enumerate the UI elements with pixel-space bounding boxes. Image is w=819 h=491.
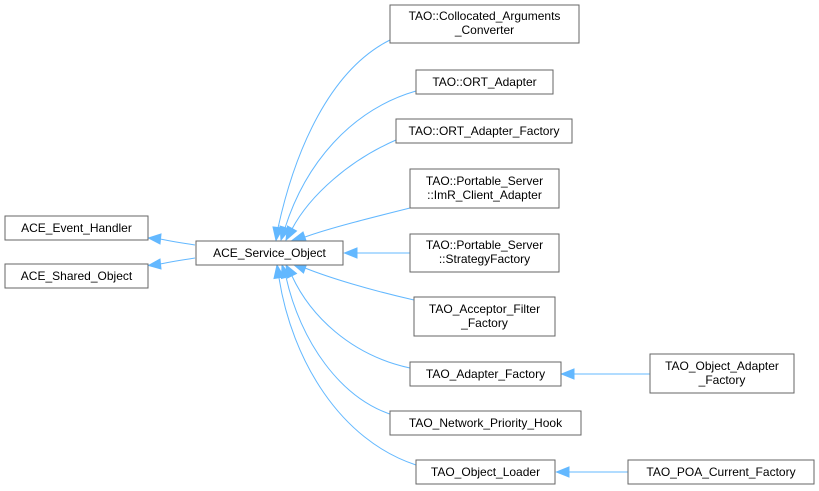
edges-layer — [147, 39, 651, 478]
class-label: ACE_Event_Handler — [21, 221, 132, 235]
class-node-acceptor-filter-factory[interactable]: TAO_Acceptor_Filter_Factory — [413, 296, 556, 337]
class-label-line: TAO::ORT_Adapter_Factory — [409, 124, 560, 138]
class-node-object-adapter-factory[interactable]: TAO_Object_Adapter_Factory — [649, 353, 795, 394]
class-label-line: ACE_Service_Object — [213, 246, 326, 260]
edge-acceptor-to-service — [291, 262, 415, 301]
class-node-network-priority-hook[interactable]: TAO_Network_Priority_Hook — [389, 410, 582, 436]
class-label-line: ::StrategyFactory — [439, 252, 530, 266]
edge-imr-to-service — [290, 207, 411, 243]
class-label-line: TAO_Acceptor_Filter — [429, 302, 540, 316]
class-node-ort-adapter[interactable]: TAO::ORT_Adapter — [415, 69, 554, 95]
class-label: ACE_Shared_Object — [21, 269, 133, 283]
class-node-object-loader[interactable]: TAO_Object_Loader — [415, 459, 556, 485]
class-label-line: TAO::Portable_Server — [426, 174, 543, 188]
class-node-poa-current-factory[interactable]: TAO_POA_Current_Factory — [627, 459, 815, 485]
class-label-line: TAO_Object_Loader — [431, 465, 540, 479]
class-label: TAO_Acceptor_Filter_Factory — [429, 302, 540, 330]
class-label: TAO_Network_Priority_Hook — [409, 416, 563, 430]
class-node-ace-shared-object[interactable]: ACE_Shared_Object — [4, 263, 149, 289]
class-node-collocated-arguments-converter[interactable]: TAO::Collocated_Arguments_Converter — [389, 4, 580, 44]
class-label: TAO::ORT_Adapter — [432, 75, 536, 89]
edge-object-adapter-factory-to-adapter-factory — [560, 368, 651, 380]
class-label: ACE_Service_Object — [213, 246, 326, 260]
edge-ort-factory-to-service — [285, 139, 397, 242]
class-label: TAO_Adapter_Factory — [426, 367, 545, 381]
class-label-line: _Factory — [460, 316, 508, 330]
class-label: TAO_Object_Adapter_Factory — [665, 359, 779, 387]
class-label-line: ACE_Event_Handler — [21, 221, 132, 235]
class-label-line: _Converter — [454, 23, 514, 37]
class-node-strategy-factory[interactable]: TAO::Portable_Server::StrategyFactory — [409, 233, 560, 273]
class-label-line: ::ImR_Client_Adapter — [427, 188, 542, 202]
class-label-line: TAO::Portable_Server — [426, 238, 543, 252]
class-label-line: TAO::ORT_Adapter — [432, 75, 536, 89]
class-label-line: TAO_Network_Priority_Hook — [409, 416, 563, 430]
edge-object-loader-to-service — [273, 263, 417, 466]
class-label-line: TAO_Object_Adapter — [665, 359, 779, 373]
class-node-ace-service-object[interactable]: ACE_Service_Object — [195, 240, 344, 266]
class-label-line: TAO_POA_Current_Factory — [646, 465, 795, 479]
class-label-line: ACE_Shared_Object — [21, 269, 133, 283]
edge-ort-adapter-to-service — [279, 90, 417, 242]
edge-service-to-event-handler — [147, 233, 196, 246]
class-label: TAO_Object_Loader — [431, 465, 540, 479]
class-label-line: TAO_Adapter_Factory — [426, 367, 545, 381]
class-label: TAO_POA_Current_Factory — [646, 465, 795, 479]
class-label-line: TAO::Collocated_Arguments — [409, 9, 561, 23]
class-label: TAO::Collocated_Arguments_Converter — [409, 9, 561, 37]
class-label: TAO::Portable_Server::ImR_Client_Adapter — [426, 174, 543, 202]
class-label: TAO::ORT_Adapter_Factory — [409, 124, 560, 138]
edge-collocated-to-service — [272, 39, 391, 242]
class-node-imr-client-adapter[interactable]: TAO::Portable_Server::ImR_Client_Adapter — [409, 168, 560, 209]
edge-network-hook-to-service — [280, 263, 397, 417]
class-node-adapter-factory[interactable]: TAO_Adapter_Factory — [409, 361, 562, 387]
class-node-ace-event-handler[interactable]: ACE_Event_Handler — [4, 215, 149, 241]
edge-adapter-factory-to-service — [285, 263, 411, 369]
class-label: TAO::Portable_Server::StrategyFactory — [426, 238, 543, 266]
class-node-ort-adapter-factory[interactable]: TAO::ORT_Adapter_Factory — [395, 118, 573, 144]
class-label-line: _Factory — [698, 373, 746, 387]
edge-service-to-shared-object — [147, 257, 196, 270]
nodes-layer: ACE_Event_Handler ACE_Shared_Object ACE_… — [4, 4, 815, 485]
edge-strategy-to-service — [343, 247, 410, 259]
edge-poa-current-to-object-loader — [555, 466, 628, 478]
